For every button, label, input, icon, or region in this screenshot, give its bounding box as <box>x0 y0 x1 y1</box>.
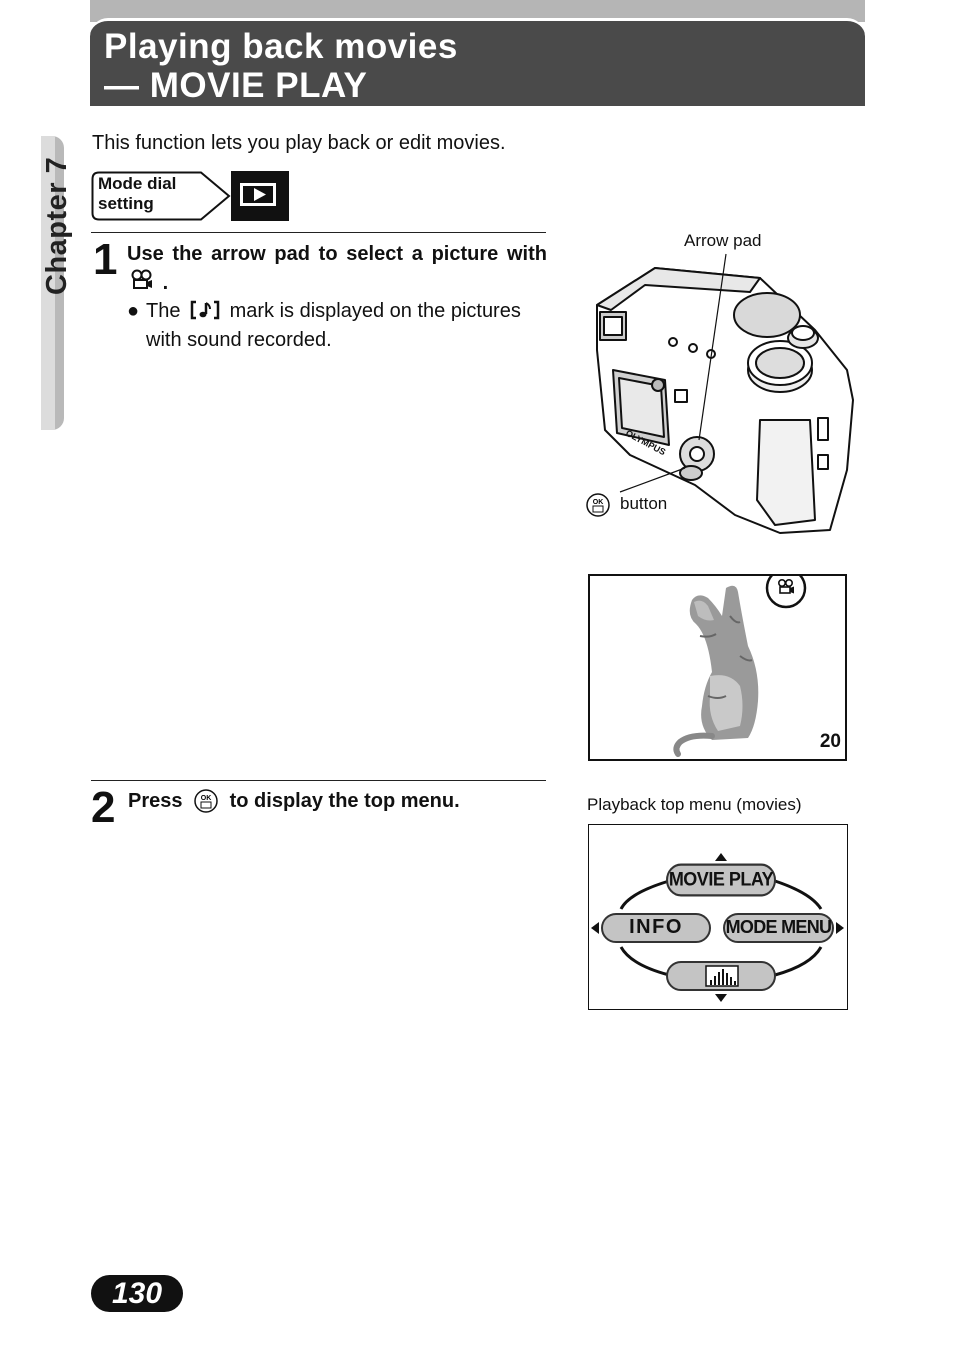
menu-item-histogram[interactable] <box>666 961 776 991</box>
menu-item-info[interactable]: INFO <box>601 913 711 943</box>
bullet-icon: ● <box>127 300 140 322</box>
arrow-right-icon <box>836 922 844 934</box>
page-title-line-1: Playing back movies <box>104 27 458 66</box>
title-bar-top-strip <box>90 0 865 22</box>
svg-text:OK: OK <box>201 795 212 802</box>
menu-arcs <box>591 853 844 1002</box>
page-number: 130 <box>91 1275 183 1312</box>
menu-item-mode-menu[interactable]: MODE MENU <box>723 913 834 943</box>
playback-menu-caption: Playback top menu (movies) <box>587 795 802 814</box>
intro-text: This function lets you play back or edit… <box>92 132 506 154</box>
menu-item-movie-play[interactable]: MOVIE PLAY <box>666 863 776 897</box>
step-2-number: 2 <box>91 783 116 832</box>
step-2-instruction: Press OK to display the top menu. <box>128 789 460 813</box>
ok-menu-button-icon: OK <box>194 789 218 813</box>
frame-number: 20 <box>819 731 841 752</box>
step-1-divider <box>91 232 546 233</box>
arrow-down-icon <box>715 994 727 1002</box>
movie-icon <box>131 269 152 289</box>
page-title-line-2: — MOVIE PLAY <box>104 66 368 105</box>
mode-dial-label-frame <box>91 171 231 221</box>
step-1-instruction: Use the arrow pad to select a picture wi… <box>127 243 547 294</box>
arrow-left-icon <box>591 922 599 934</box>
camera-lcd-movie-frame: 20 <box>588 574 847 761</box>
movie-icon <box>778 578 794 594</box>
title-bar-background <box>90 18 865 106</box>
step-1-number: 1 <box>93 235 118 284</box>
ok-button-callout-label: button <box>620 494 668 513</box>
histogram-icon <box>705 965 739 987</box>
title-bar: Playing back movies — MOVIE PLAY <box>90 0 865 106</box>
ok-menu-button-icon: OK <box>586 493 610 517</box>
mode-dial-label: Mode dial setting <box>98 174 177 213</box>
mode-dial-setting: Mode dial setting <box>91 171 291 221</box>
playback-icon <box>231 171 289 221</box>
sound-mark-icon <box>190 300 220 320</box>
step-2-divider <box>91 780 546 781</box>
playback-top-menu-screen: MOVIE PLAY INFO MODE MENU <box>588 824 848 1010</box>
arrow-up-icon <box>715 853 727 861</box>
chapter-tab-highlight <box>41 136 55 430</box>
svg-text:OK: OK <box>593 499 604 506</box>
cat-picture <box>673 576 807 757</box>
camera-illustration: OLYMPUS <box>596 253 854 534</box>
arrow-pad-callout-label: Arrow pad <box>684 231 762 250</box>
